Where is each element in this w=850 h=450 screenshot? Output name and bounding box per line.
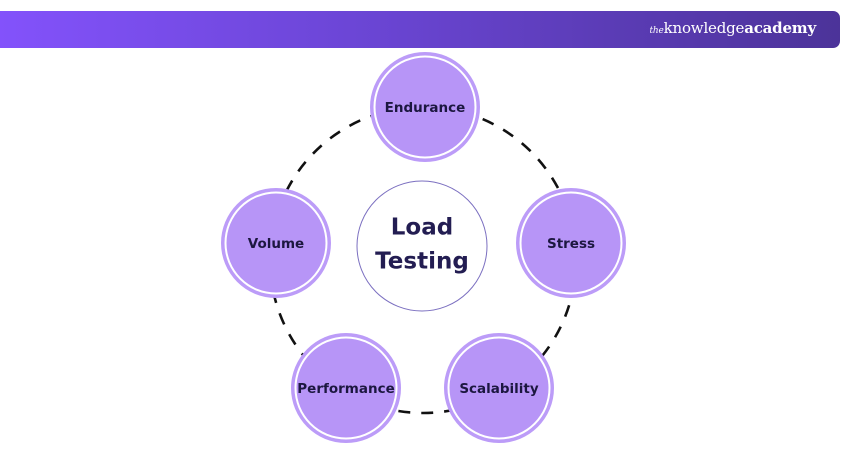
header-banner: theknowledgeacademy bbox=[0, 11, 840, 48]
brand-prefix: the bbox=[649, 26, 664, 36]
center-label-line1: Load bbox=[391, 215, 453, 241]
brand-logo: theknowledgeacademy bbox=[649, 19, 816, 37]
node-fill bbox=[296, 338, 396, 438]
node-label: Performance bbox=[297, 381, 394, 397]
node-endurance: Endurance bbox=[370, 52, 480, 162]
node-fill bbox=[375, 57, 475, 157]
node-stress: Stress bbox=[516, 188, 626, 298]
node-fill bbox=[521, 193, 621, 293]
brand-main: knowledge bbox=[663, 19, 745, 37]
brand-bold: academy bbox=[744, 19, 816, 37]
node-volume: Volume bbox=[221, 188, 331, 298]
node-label: Stress bbox=[547, 236, 595, 252]
node-label: Scalability bbox=[459, 381, 539, 397]
node-label: Volume bbox=[248, 236, 304, 252]
node-scalability: Scalability bbox=[444, 333, 554, 443]
center-node: Load Testing bbox=[356, 180, 488, 312]
node-fill bbox=[449, 338, 549, 438]
node-label: Endurance bbox=[385, 100, 466, 116]
node-performance: Performance bbox=[291, 333, 401, 443]
center-label-line2: Testing bbox=[375, 249, 469, 275]
center-circle bbox=[356, 180, 488, 312]
node-fill bbox=[226, 193, 326, 293]
